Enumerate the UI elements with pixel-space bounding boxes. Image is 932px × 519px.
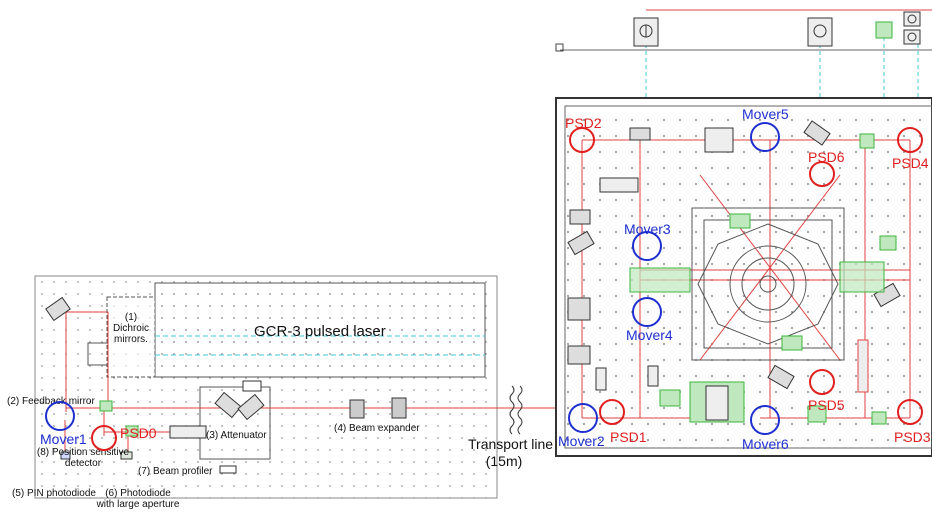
psd-label: PSD6 bbox=[808, 149, 845, 165]
psd-ring bbox=[91, 425, 117, 451]
laser-label: GCR-3 pulsed laser bbox=[254, 323, 386, 340]
transport-line-length: (15m) bbox=[486, 453, 523, 469]
psd-ring bbox=[897, 127, 923, 153]
large-aperture-photodiode-device bbox=[120, 451, 133, 460]
upper-mount-2 bbox=[807, 17, 833, 47]
beam-expander-label: (4) Beam expander bbox=[334, 423, 420, 434]
psd-marker-psd1: PSD1 bbox=[599, 399, 647, 445]
mover-label: Mover2 bbox=[558, 433, 605, 449]
psd-ring bbox=[809, 161, 835, 187]
psd-label: PSD2 bbox=[565, 115, 602, 131]
transport-line-label: Transport line bbox=[468, 436, 553, 452]
upper-rail-structure bbox=[555, 9, 932, 98]
psd-label: PSD0 bbox=[120, 425, 157, 441]
psd-marker-psd5: PSD5 bbox=[808, 369, 845, 413]
chamber-components bbox=[567, 120, 901, 425]
pin-photodiode-label: (5) PIN photodiode bbox=[12, 488, 96, 499]
pin-photodiode-device bbox=[60, 451, 71, 460]
psd-marker-psd0: PSD0 bbox=[91, 425, 157, 451]
transport-line bbox=[509, 385, 523, 435]
mover-ring bbox=[750, 122, 780, 152]
mover-ring bbox=[632, 231, 662, 261]
green-mounts-left bbox=[99, 400, 139, 437]
feedback-mirror-label: (2) Feedback mirror bbox=[7, 396, 95, 407]
psd-ring bbox=[569, 127, 595, 153]
beam-expander-optics bbox=[349, 397, 407, 419]
mover-marker-mover3: Mover3 bbox=[624, 221, 671, 261]
mover-label: Mover4 bbox=[626, 327, 673, 343]
mover-label: Mover6 bbox=[742, 436, 789, 452]
mover-marker-mover1: Mover1 bbox=[40, 401, 87, 447]
psd-label: PSD5 bbox=[808, 397, 845, 413]
upper-mount-1 bbox=[633, 17, 659, 47]
psd-marker-psd2: PSD2 bbox=[565, 115, 602, 153]
upper-mount-3 bbox=[875, 11, 921, 45]
mover-marker-mover6: Mover6 bbox=[742, 405, 789, 452]
mover-label: Mover5 bbox=[742, 106, 789, 122]
mover-label: Mover1 bbox=[40, 431, 87, 447]
laser-optical-table bbox=[34, 275, 498, 499]
psd-label: PSD4 bbox=[892, 155, 929, 171]
psd-marker-psd6: PSD6 bbox=[808, 149, 845, 187]
psd-ring bbox=[599, 399, 625, 425]
psd-ring bbox=[809, 369, 835, 395]
feedback-mirror-mount bbox=[45, 296, 71, 322]
dichroic-mirror-box bbox=[106, 296, 156, 378]
attenuator-box bbox=[199, 386, 271, 460]
mover-label: Mover3 bbox=[624, 221, 671, 237]
psd-marker-psd4: PSD4 bbox=[892, 127, 929, 171]
mover-marker-mover2: Mover2 bbox=[558, 403, 605, 449]
psd-marker-psd3: PSD3 bbox=[894, 399, 931, 445]
mover-ring bbox=[632, 297, 662, 327]
psd-label: PSD3 bbox=[894, 429, 931, 445]
psd-label: PSD1 bbox=[610, 429, 647, 445]
mover-marker-mover5: Mover5 bbox=[742, 106, 789, 152]
mover-ring bbox=[45, 401, 75, 431]
beam-profiler-device bbox=[169, 425, 207, 439]
beam-profiler-label: (7) Beam profiler bbox=[138, 466, 213, 477]
attenuator-optics bbox=[214, 391, 265, 421]
psd-ring bbox=[897, 399, 923, 425]
laser-beam-paths bbox=[60, 311, 560, 456]
mover-marker-mover4: Mover4 bbox=[626, 297, 673, 343]
attenuator-label: (3) Attenuator bbox=[206, 430, 267, 441]
mover-ring bbox=[568, 403, 598, 433]
mover-ring bbox=[750, 405, 780, 435]
